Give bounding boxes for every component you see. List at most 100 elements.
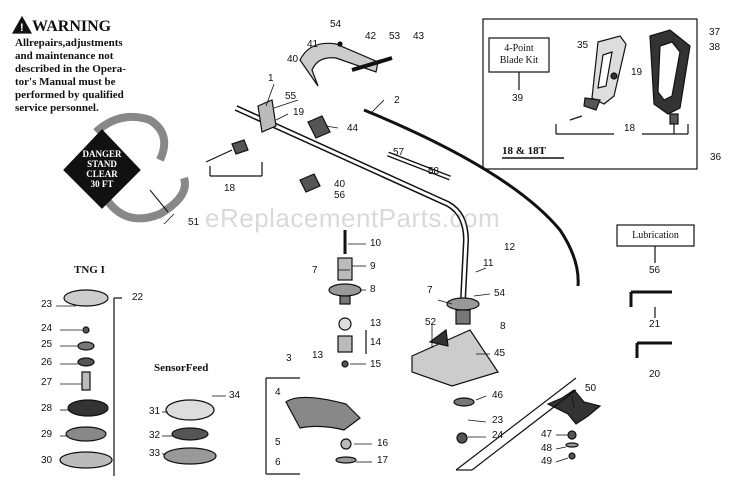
part-number: 43	[413, 31, 425, 42]
gearbox-right	[446, 297, 480, 325]
blade-kit-label: 4-Point Blade Kit	[489, 43, 549, 67]
part-number: 8	[500, 321, 506, 332]
blade-kit-line: Blade Kit	[499, 55, 539, 66]
part-number: 14	[370, 337, 382, 348]
part-number: 32	[149, 430, 161, 441]
part-number: 21	[649, 319, 661, 330]
trimmer-head-sensorfeed	[163, 399, 217, 465]
part-number: 11	[483, 258, 494, 269]
warning-line: service personnel.	[15, 102, 99, 114]
part-number: 18	[224, 183, 236, 194]
part-number: 18	[624, 123, 636, 134]
part-number: 17	[377, 455, 389, 466]
part-number: 30	[41, 455, 53, 466]
nut-24-mid	[456, 432, 468, 444]
tng-section-title: TNG I	[74, 264, 105, 276]
part-number: 33	[149, 448, 161, 459]
clamp-part-55	[257, 99, 277, 133]
part-number: 51	[188, 217, 200, 228]
part-number: 27	[41, 377, 53, 388]
part-number: 5	[275, 437, 281, 448]
part-number: 54	[494, 288, 506, 299]
blade-52	[411, 328, 499, 387]
part-number: 37	[709, 27, 721, 38]
hex-key-21	[629, 290, 672, 307]
part-number: 19	[631, 67, 643, 78]
part-number: 34	[229, 390, 241, 401]
part-number: 46	[492, 390, 504, 401]
part-number: 23	[492, 415, 504, 426]
warning-line: and maintenance not	[15, 50, 114, 62]
warning-title: WARNING	[32, 18, 112, 35]
shaft-assembly	[234, 105, 580, 301]
part-number: 56	[649, 265, 661, 276]
model-label: 18 & 18T	[502, 145, 546, 157]
part-number: 40	[287, 54, 299, 65]
part-number: 58	[428, 166, 440, 177]
blade-50	[455, 377, 602, 471]
part-number: 28	[41, 403, 53, 414]
part-number: 1	[268, 73, 274, 84]
blade-kit-line: 4-Point	[504, 43, 534, 54]
part-number: 40	[334, 179, 346, 190]
part-number: 19	[293, 107, 305, 118]
part-number: 16	[377, 438, 389, 449]
watermark: eReplacementParts.com	[205, 203, 501, 233]
part-number: 50	[585, 383, 597, 394]
part-number: 44	[347, 123, 359, 134]
part-number: 13	[312, 350, 324, 361]
part-number: 2	[394, 95, 400, 106]
gearbox-stack-left	[328, 230, 367, 368]
warning-triangle-icon: !	[11, 15, 33, 34]
danger-line: CLEAR	[86, 169, 118, 179]
trigger-part-44	[307, 115, 331, 139]
part-number: 36	[710, 152, 722, 163]
sensorfeed-section-title: SensorFeed	[154, 362, 209, 374]
part-number: 52	[425, 317, 437, 328]
part-number: 22	[132, 292, 144, 303]
warning-line: described in the Opera-	[15, 63, 126, 75]
part-number: 8	[370, 284, 376, 295]
part-number: 13	[370, 318, 382, 329]
part-number: 29	[41, 429, 53, 440]
part-number: 56	[334, 190, 346, 201]
danger-line: DANGER	[82, 149, 122, 159]
blade-kit-box	[482, 18, 698, 170]
part-number: 55	[285, 91, 297, 102]
part-number: 54	[330, 19, 342, 30]
handle-part-36	[649, 29, 691, 134]
warning-line: tor's Manual must be	[15, 76, 116, 88]
part-number: 57	[393, 147, 405, 158]
handle-part-35	[583, 35, 627, 111]
part-number: 7	[427, 285, 433, 296]
part-number: 38	[709, 42, 721, 53]
part-number: 42	[365, 31, 377, 42]
part-number: 53	[389, 31, 401, 42]
handle-assembly	[299, 41, 393, 87]
part-number: 41	[307, 39, 319, 50]
svg-text:!: !	[20, 22, 24, 34]
part-number: 45	[494, 348, 506, 359]
shoulder-strap-51	[93, 113, 189, 223]
part-number: 39	[512, 93, 524, 104]
part-number: 7	[312, 265, 318, 276]
part-number: 23	[41, 299, 53, 310]
warning-line: performed by qualified	[15, 89, 124, 101]
part-number: 24	[492, 430, 504, 441]
danger-line: STAND	[87, 159, 117, 169]
part-number: 9	[370, 261, 376, 272]
danger-line: 30 FT	[90, 179, 114, 189]
trimmer-head-tng	[59, 289, 113, 469]
danger-sign	[63, 129, 141, 209]
part-number: 24	[41, 323, 53, 334]
part-number: 47	[541, 429, 553, 440]
part-number: 31	[149, 406, 161, 417]
hex-key-20	[635, 341, 672, 358]
part-number: 20	[649, 369, 661, 380]
part-number: 25	[41, 339, 53, 350]
part-number: 26	[41, 357, 53, 368]
part-number: 49	[541, 456, 553, 467]
part-number: 4	[275, 387, 281, 398]
